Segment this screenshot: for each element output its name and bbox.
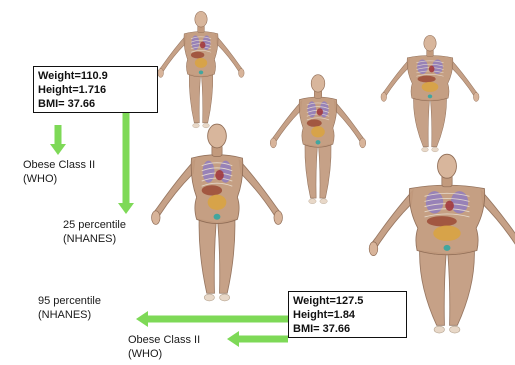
label-obese-top-line2: (WHO) <box>23 172 95 186</box>
anatomy-figure-front-left <box>152 124 283 301</box>
green-arrow-to-95-percentile <box>136 311 288 327</box>
bottom-bmi: BMI= 37.66 <box>293 322 400 336</box>
top-measurement-box: Weight=110.9 Height=1.716 BMI= 37.66 <box>33 66 158 113</box>
top-height: Height=1.716 <box>38 83 151 97</box>
anatomy-figure-middle <box>270 75 365 204</box>
label-95-percentile-line2: (NHANES) <box>38 308 101 322</box>
green-arrow-to-obese-top <box>50 125 66 155</box>
bottom-weight: Weight=127.5 <box>293 294 400 308</box>
label-obese-top-line1: Obese Class II <box>23 158 95 172</box>
green-arrow-to-25-percentile <box>118 106 134 214</box>
label-obese-bottom: Obese Class II (WHO) <box>128 333 200 361</box>
label-25-percentile-line2: (NHANES) <box>63 232 126 246</box>
label-obese-bottom-line2: (WHO) <box>128 347 200 361</box>
top-weight: Weight=110.9 <box>38 69 151 83</box>
green-arrow-to-obese-bottom <box>227 331 288 347</box>
label-obese-bottom-line1: Obese Class II <box>128 333 200 347</box>
label-25-percentile-line1: 25 percentile <box>63 218 126 232</box>
label-25-percentile: 25 percentile (NHANES) <box>63 218 126 246</box>
anatomy-figure-back-right <box>381 35 479 151</box>
label-obese-top: Obese Class II (WHO) <box>23 158 95 186</box>
top-bmi: BMI= 37.66 <box>38 97 151 111</box>
anatomy-figure-back-left <box>158 11 244 127</box>
label-95-percentile-line1: 95 percentile <box>38 294 101 308</box>
bottom-height: Height=1.84 <box>293 308 400 322</box>
label-95-percentile: 95 percentile (NHANES) <box>38 294 101 322</box>
bottom-measurement-box: Weight=127.5 Height=1.84 BMI= 37.66 <box>288 291 407 338</box>
